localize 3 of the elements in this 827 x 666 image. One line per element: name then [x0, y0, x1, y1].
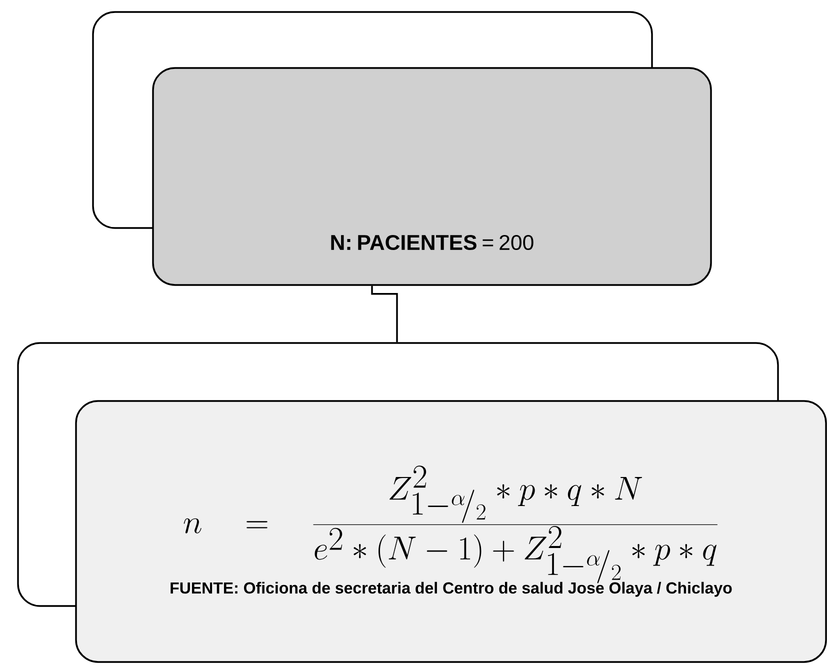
process-box: N: PACIENTES = 200: [152, 67, 712, 286]
process-box: $n = \frac{Z^{2}_{1-{}^{\alpha}\!/_{2}} \ast p \ast q \ast N}{e^{2} \ast (N-1) + Z^{2}_{1-{}^{\alpha}\!/_{2}} \ast p \ast q}$ FUENTE: Oficiona de secretaria del Centro de salud Jose Olaya / Chiclayo: [75, 400, 827, 663]
connector-line: [371, 286, 398, 342]
